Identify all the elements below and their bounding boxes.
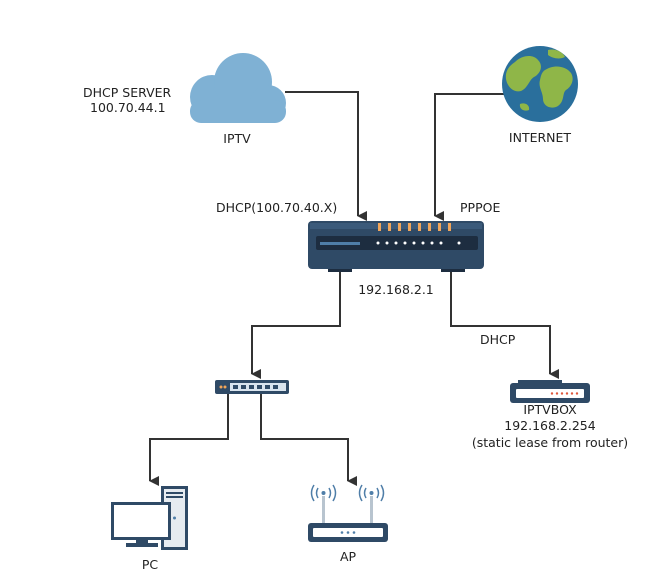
router-icon	[308, 221, 484, 272]
router-to-iptvbox-connector	[450, 272, 559, 379]
iptv-caption: IPTV	[223, 131, 251, 146]
router-ip-label: 192.168.2.1	[358, 282, 434, 297]
iptvbox-ip: 192.168.2.254	[504, 418, 596, 433]
dhcp-server-ip: 100.70.44.1	[90, 100, 166, 115]
access-point-icon	[308, 484, 388, 542]
set-top-box-icon	[510, 380, 590, 403]
pc-caption: PC	[141, 557, 159, 572]
iptvbox-note: (static lease from router)	[471, 435, 629, 450]
router-wan-internet-label: PPPOE	[460, 200, 501, 215]
switch-icon	[215, 380, 289, 394]
switch-to-pc-connector	[149, 394, 229, 486]
ap-caption: AP	[339, 549, 357, 564]
globe-icon	[502, 46, 578, 122]
switch-to-ap-connector	[260, 394, 357, 486]
cloud-icon	[190, 53, 286, 123]
iptvbox-caption: IPTVBOX	[523, 402, 577, 417]
router-wan-iptv-label: DHCP(100.70.40.X)	[216, 200, 338, 215]
desktop-pc-icon	[111, 486, 188, 550]
iptv-to-router-connector	[285, 91, 367, 221]
internet-caption: INTERNET	[508, 130, 572, 145]
iptvbox-link-label: DHCP	[480, 332, 516, 347]
router-to-switch-connector	[251, 272, 341, 379]
dhcp-server-title: DHCP SERVER	[83, 85, 172, 100]
internet-to-router-connector	[434, 93, 505, 221]
